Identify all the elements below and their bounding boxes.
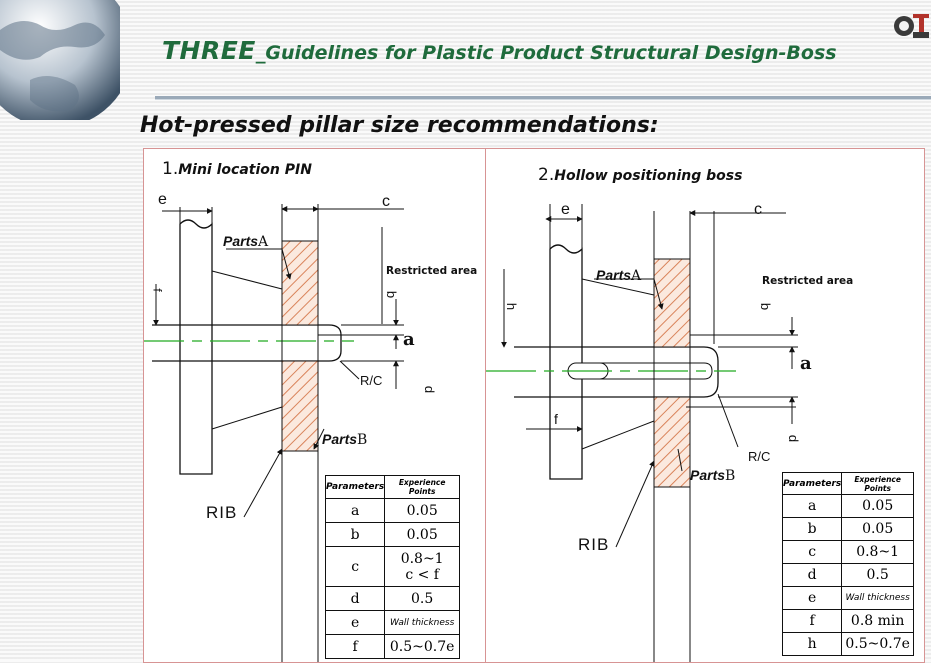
table-header-parameters-left: Parameters: [324, 475, 386, 499]
slide-header: THREE_Guidelines for Plastic Product Str…: [0, 0, 931, 120]
param-cell: b: [324, 522, 386, 547]
dim-a-left: a: [403, 329, 415, 350]
value-cell: 0.8~1: [841, 540, 914, 564]
section-subtitle: Hot-pressed pillar size recommendations:: [140, 113, 659, 138]
parts-a-letter-left: A: [258, 234, 269, 250]
dim-e-left: e: [158, 191, 167, 208]
rc-label-left: R/C: [360, 373, 383, 388]
restricted-area-label-right: Restricted area: [762, 275, 854, 287]
restricted-area-label-left: Restricted area: [386, 265, 478, 277]
parts-b-label-right: PartsB: [690, 467, 735, 484]
dim-c-left: c: [382, 193, 390, 210]
value-cell: Wall thickness: [384, 610, 460, 635]
param-cell: f: [781, 609, 843, 633]
dim-d-right: d: [786, 434, 802, 443]
parts-a-label-right: PartsA: [596, 267, 641, 284]
param-cell: a: [781, 494, 843, 518]
value-cell: 0.5~0.7e: [384, 634, 460, 659]
parts-b-letter-right: B: [725, 468, 736, 484]
value-cell: 0.8 min: [841, 609, 914, 633]
value-cell: 0.5: [384, 586, 460, 611]
title-rest: _Guidelines for Plastic Product Structur…: [255, 42, 837, 64]
value-cell: 0.5~0.7e: [841, 632, 914, 656]
value-line-2: c < f: [405, 566, 439, 583]
title-prefix: THREE: [162, 36, 256, 65]
parts-a-text-left: Parts: [223, 233, 259, 249]
param-cell: c: [324, 546, 386, 587]
mini-location-pin-drawing: [144, 204, 404, 662]
panel-title-left: 1.Mini location PIN: [162, 159, 312, 179]
param-cell: a: [324, 498, 386, 523]
dim-a-right: a: [800, 353, 812, 374]
value-cell: 0.5: [841, 563, 914, 587]
dim-b-left: b: [384, 290, 400, 299]
value-cell: Wall thickness: [841, 586, 914, 610]
parts-a-text-right: Parts: [596, 267, 632, 283]
param-cell: f: [324, 634, 386, 659]
param-cell: c: [781, 540, 843, 564]
rib-label-left: RIB: [206, 503, 238, 522]
value-line-1: 0.8~1: [400, 550, 444, 567]
dim-f-right: f: [554, 411, 558, 427]
param-cell: e: [324, 610, 386, 635]
table-header-experience-left: Experience Points: [384, 475, 460, 499]
hollow-positioning-boss-panel: 2.Hollow positioning boss PartsA PartsB …: [485, 148, 925, 663]
company-logo-icon: [894, 14, 929, 38]
rc-label-right: R/C: [748, 449, 771, 464]
parts-a-label-left: PartsA: [223, 233, 268, 250]
slide-title: THREE_Guidelines for Plastic Product Str…: [162, 36, 837, 65]
dim-h-right: h: [504, 302, 520, 311]
parts-b-letter-left: B: [357, 432, 368, 448]
panel-title-text-left: Mini location PIN: [178, 162, 312, 178]
parts-b-text-left: Parts: [322, 431, 358, 447]
globe-icon: [0, 0, 120, 120]
parts-b-label-left: PartsB: [322, 431, 367, 448]
value-cell: 0.05: [841, 494, 914, 518]
panel-title-right: 2.Hollow positioning boss: [538, 165, 742, 185]
parts-a-letter-right: A: [631, 268, 642, 284]
parts-b-text-right: Parts: [690, 467, 726, 483]
dim-d-left: d: [422, 385, 438, 394]
rib-label-right: RIB: [578, 535, 610, 554]
dim-e-right: e: [561, 201, 570, 218]
param-cell: d: [324, 586, 386, 611]
dim-f-left: f: [150, 288, 165, 292]
param-cell: e: [781, 586, 843, 610]
param-cell: d: [781, 563, 843, 587]
param-cell: b: [781, 517, 843, 541]
value-cell: 0.05: [384, 522, 460, 547]
hollow-positioning-boss-drawing: [486, 204, 798, 662]
value-cell: 0.05: [384, 498, 460, 523]
panel-number-right: 2.: [538, 165, 555, 185]
param-cell: h: [781, 632, 843, 656]
mini-location-pin-panel: 1.Mini location PIN PartsA PartsB Restri…: [143, 148, 486, 663]
panel-number-left: 1.: [162, 159, 179, 179]
dim-c-right: c: [754, 201, 762, 218]
panel-title-text-right: Hollow positioning boss: [554, 168, 743, 184]
table-header-experience-right: Experience Points: [841, 472, 914, 495]
table-header-parameters-right: Parameters: [781, 472, 843, 495]
value-cell: 0.05: [841, 517, 914, 541]
dim-b-right: b: [758, 302, 774, 311]
title-divider: [155, 96, 931, 100]
